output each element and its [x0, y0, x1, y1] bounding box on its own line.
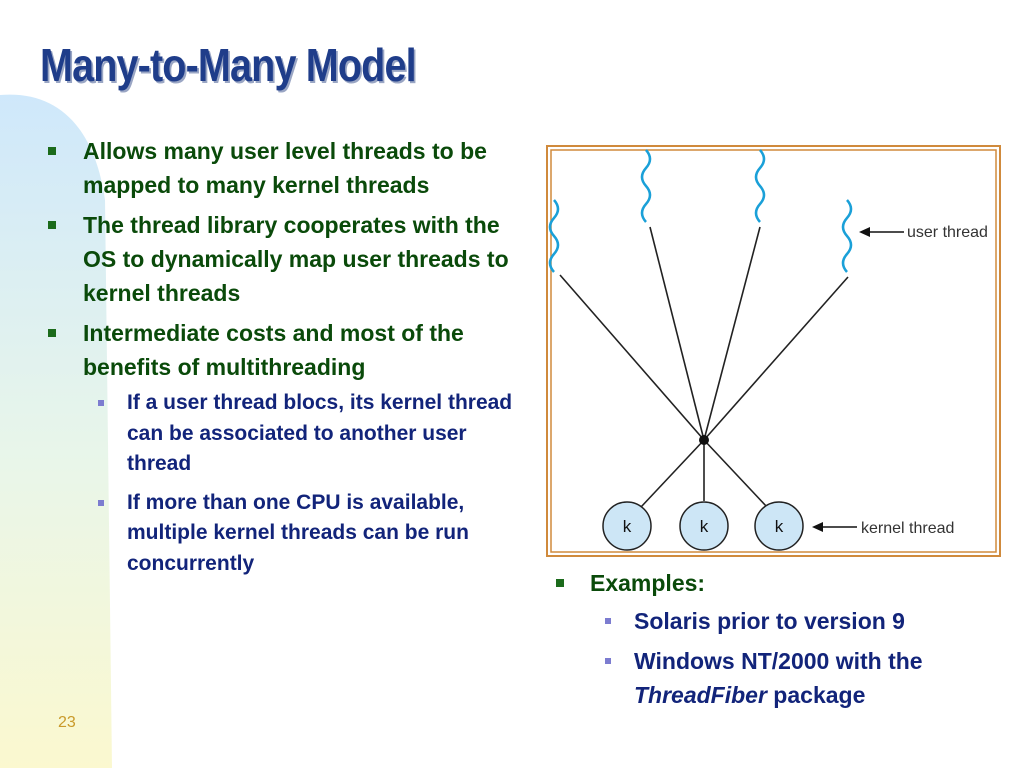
- user-thread-arrow-icon: [859, 227, 904, 237]
- user-thread-wave-1: [548, 199, 560, 273]
- slide-title: Many-to-Many Model: [40, 39, 417, 91]
- kernel-node-label: k: [623, 517, 632, 536]
- bullet-text: Allows many user level threads to be map…: [83, 138, 487, 198]
- small-square-bullet-icon: [98, 499, 104, 506]
- sub-bullet-item: If more than one CPU is available, multi…: [40, 488, 515, 580]
- example-text-prefix: Windows NT/2000 with the: [634, 648, 923, 674]
- user-thread-wave-2: [640, 149, 652, 223]
- small-square-bullet-icon: [98, 400, 104, 406]
- sub-bullet-list: If a user thread blocs, its kernel threa…: [40, 388, 515, 579]
- example-text-italic: ThreadFiber: [634, 682, 767, 708]
- user-thread-line-2: [649, 226, 705, 441]
- sub-bullet-text: If more than one CPU is available, multi…: [127, 490, 469, 575]
- kernel-thread-node: k: [602, 501, 652, 551]
- kernel-thread-node: k: [679, 501, 729, 551]
- square-bullet-icon: [48, 329, 56, 337]
- examples-heading-item: Examples:: [553, 566, 1018, 600]
- diagram-frame-outer: [546, 145, 1001, 557]
- page-number: 23: [58, 714, 76, 731]
- square-bullet-icon: [48, 147, 56, 155]
- user-thread-wave-4: [841, 199, 853, 273]
- small-square-bullet-icon: [605, 658, 611, 664]
- user-thread-line-1: [559, 274, 705, 441]
- bullet-text: Intermediate costs and most of the benef…: [83, 320, 464, 380]
- sub-bullet-text: If a user thread blocs, its kernel threa…: [127, 391, 513, 475]
- kernel-node-label: k: [700, 517, 709, 536]
- bullet-item: Allows many user level threads to be map…: [40, 134, 515, 202]
- kernel-thread-line-1: [640, 439, 705, 508]
- examples-list: Examples: Solaris prior to version 9 Win…: [553, 566, 1018, 718]
- junction-dot: [699, 435, 709, 445]
- sub-bullet-item: If a user thread blocs, its kernel threa…: [40, 388, 515, 480]
- bullet-item: Intermediate costs and most of the benef…: [40, 316, 515, 384]
- diagram-frame-inner: [550, 149, 997, 553]
- kernel-thread-label: kernel thread: [861, 520, 954, 537]
- user-thread-label: user thread: [907, 224, 988, 241]
- bullet-item: The thread library cooperates with the O…: [40, 208, 515, 310]
- square-bullet-icon: [556, 579, 564, 587]
- examples-heading: Examples:: [590, 570, 706, 596]
- example-item: Windows NT/2000 with the ThreadFiber pac…: [553, 644, 1018, 712]
- user-thread-wave-3: [754, 149, 766, 223]
- example-item: Solaris prior to version 9: [553, 604, 1018, 638]
- user-thread-line-3: [703, 226, 761, 441]
- example-text-suffix: package: [766, 682, 866, 708]
- kernel-node-label: k: [775, 517, 784, 536]
- bullet-text: The thread library cooperates with the O…: [83, 212, 509, 306]
- left-bullet-list: Allows many user level threads to be map…: [40, 134, 515, 587]
- kernel-thread-line-3: [703, 439, 768, 508]
- user-thread-line-4: [703, 276, 849, 441]
- kernel-thread-node: k: [754, 501, 804, 551]
- square-bullet-icon: [48, 221, 56, 229]
- small-square-bullet-icon: [605, 618, 611, 624]
- example-text: Solaris prior to version 9: [634, 608, 905, 634]
- many-to-many-diagram: k k k user thread kernel thread: [546, 145, 1001, 557]
- kernel-thread-arrow-icon: [812, 522, 857, 532]
